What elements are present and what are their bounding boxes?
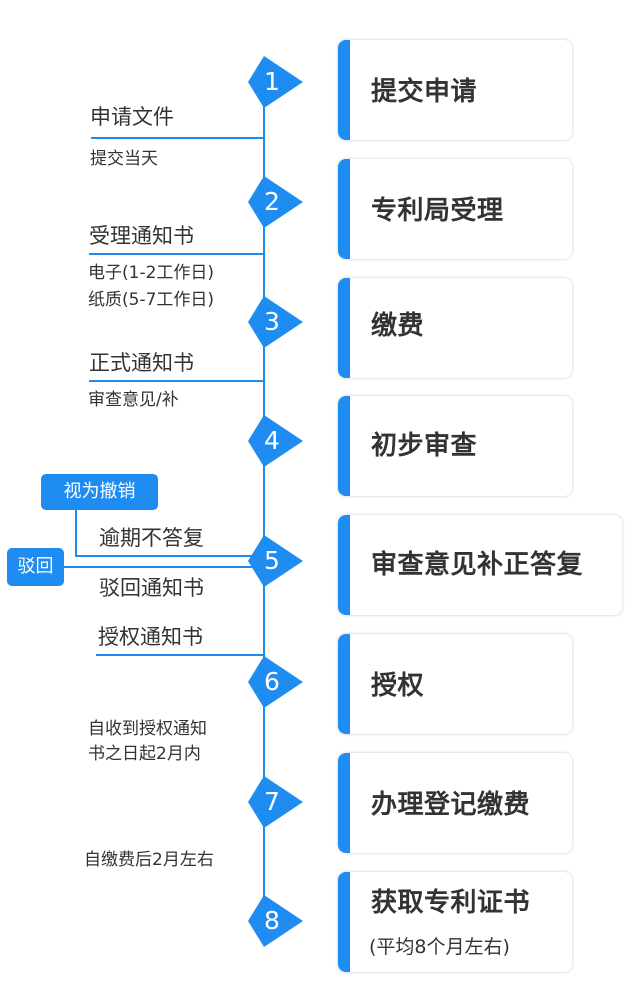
card-accent-bar — [338, 872, 350, 972]
step-card-7: 办理登记缴费 — [338, 753, 572, 853]
step-title: 办理登记缴费 — [371, 790, 531, 820]
step-marker-5: 5 — [248, 535, 304, 587]
step-subtitle: (平均8个月左右) — [369, 936, 510, 958]
step-card-5: 审查意见补正答复 — [338, 515, 622, 615]
marker-shape-icon — [248, 56, 303, 108]
step-title: 提交申请 — [371, 77, 478, 107]
annotation-connector — [89, 253, 265, 255]
step-title: 缴费 — [371, 311, 425, 341]
annotation-note: 提交当天 — [90, 149, 158, 169]
step-card-2: 专利局受理 — [338, 159, 572, 259]
step-title: 专利局受理 — [371, 196, 504, 226]
badge-revoked: 视为撤销 — [41, 474, 158, 510]
card-accent-bar — [338, 634, 350, 734]
step-marker-6: 6 — [248, 656, 304, 708]
card-accent-bar — [338, 278, 350, 378]
step-card-6: 授权 — [338, 634, 572, 734]
step-card-8: 获取专利证书 (平均8个月左右) — [338, 872, 572, 972]
step-title: 授权 — [371, 671, 425, 701]
annotation-label-rejection-notice: 驳回通知书 — [99, 576, 204, 600]
step-number: 4 — [264, 426, 280, 455]
step-card-3: 缴费 — [338, 278, 572, 378]
step-marker-4: 4 — [248, 415, 304, 467]
step-number: 1 — [264, 67, 280, 96]
step-number: 7 — [264, 787, 280, 816]
step-title: 获取专利证书 — [371, 888, 531, 918]
card-accent-bar — [338, 515, 350, 615]
step-card-4: 初步审查 — [338, 396, 572, 496]
card-accent-bar — [338, 40, 350, 140]
card-accent-bar — [338, 159, 350, 259]
marker-shape-icon — [248, 895, 303, 947]
annotation-connector — [96, 654, 265, 656]
annotation-note: 自收到授权通知 — [88, 719, 207, 739]
marker-shape-icon — [248, 296, 303, 348]
annotation-label-overdue: 逾期不答复 — [99, 526, 204, 550]
annotation-note: 审查意见/补 — [88, 390, 179, 410]
step-marker-7: 7 — [248, 776, 304, 828]
annotation-note: 电子(1-2工作日) — [88, 263, 215, 283]
step-marker-8: 8 — [248, 895, 304, 947]
marker-shape-icon — [248, 415, 303, 467]
badge-rejected: 驳回 — [7, 548, 64, 586]
annotation-label-application-docs: 申请文件 — [90, 105, 174, 129]
annotation-label-formal-notice: 正式通知书 — [89, 351, 194, 375]
revoked-connector — [75, 555, 265, 557]
rejected-connector — [64, 566, 265, 568]
step-number: 2 — [264, 187, 280, 216]
annotation-label-grant-notice: 授权通知书 — [98, 625, 203, 649]
annotation-label-acceptance-notice: 受理通知书 — [89, 224, 194, 248]
card-accent-bar — [338, 753, 350, 853]
annotation-connector — [91, 137, 265, 139]
step-title: 初步审查 — [371, 431, 478, 461]
timeline-line — [263, 80, 265, 920]
annotation-note: 书之日起2月内 — [88, 744, 201, 764]
step-number: 6 — [264, 667, 280, 696]
annotation-connector — [89, 380, 265, 382]
annotation-note: 纸质(5-7工作日) — [88, 290, 215, 310]
marker-shape-icon — [248, 656, 303, 708]
step-card-1: 提交申请 — [338, 40, 572, 140]
marker-shape-icon — [248, 176, 303, 228]
step-title: 审查意见补正答复 — [371, 550, 584, 580]
step-marker-3: 3 — [248, 296, 304, 348]
step-number: 3 — [264, 307, 280, 336]
step-marker-2: 2 — [248, 176, 304, 228]
step-number: 5 — [264, 546, 280, 575]
annotation-note: 自缴费后2月左右 — [84, 850, 214, 870]
card-accent-bar — [338, 396, 350, 496]
step-number: 8 — [264, 906, 280, 935]
revoked-connector — [75, 510, 77, 557]
marker-shape-icon — [248, 776, 303, 828]
marker-shape-icon — [248, 535, 303, 587]
step-marker-1: 1 — [248, 56, 304, 108]
